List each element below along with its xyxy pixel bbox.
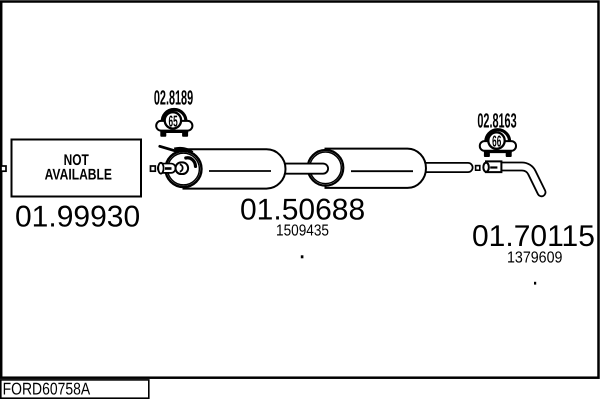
svg-text:66: 66 (492, 134, 501, 151)
svg-text:FORD60758A: FORD60758A (3, 379, 91, 398)
svg-text:01.99930: 01.99930 (15, 201, 140, 234)
svg-text:1379609: 1379609 (507, 250, 563, 267)
svg-text:02.8163: 02.8163 (477, 109, 516, 132)
svg-text:01.50688: 01.50688 (240, 194, 365, 227)
svg-text:02.8189: 02.8189 (154, 87, 193, 110)
svg-text:AVAILABLE: AVAILABLE (45, 167, 112, 184)
svg-text:NOT: NOT (64, 152, 90, 169)
svg-text:1509435: 1509435 (276, 222, 329, 239)
svg-text:65: 65 (169, 113, 178, 130)
svg-text:01.70115: 01.70115 (472, 220, 595, 253)
